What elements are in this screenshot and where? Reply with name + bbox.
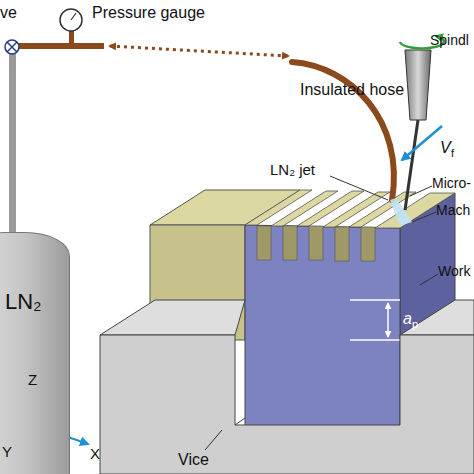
tool-holder <box>405 50 431 120</box>
dimension-line <box>350 339 400 341</box>
part-label: Vice <box>178 452 209 468</box>
part-label: Mach <box>436 203 470 217</box>
plate-front <box>245 225 400 455</box>
vice-jaw-top <box>100 300 245 335</box>
leader-line <box>420 274 438 285</box>
pipe <box>16 43 104 49</box>
dimension-line <box>350 299 400 301</box>
part-label: Pressure gauge <box>92 5 205 21</box>
slots <box>257 226 375 261</box>
gauge-stem <box>69 30 74 44</box>
vice-edge <box>235 418 245 425</box>
symbol-label: a <box>403 311 412 327</box>
vice-jaw-top <box>400 300 474 335</box>
part-label: LN₂ jet <box>270 162 315 177</box>
dotted-link <box>110 46 288 56</box>
valve-cross <box>7 42 17 52</box>
valve-cross <box>7 42 17 52</box>
axis-label: Y <box>2 444 12 459</box>
part-label: Micro- <box>432 176 471 190</box>
symbol-label: V <box>440 140 451 156</box>
fin-tops <box>245 190 455 228</box>
gauge-needle <box>71 13 76 20</box>
part-label: Insulated hose <box>300 82 404 98</box>
leader-line <box>205 430 222 450</box>
axis-label: Z <box>28 372 37 387</box>
feed-arrow <box>402 126 442 160</box>
leader-line <box>410 186 432 196</box>
leader-line <box>412 212 436 222</box>
axis-label: X <box>90 446 100 461</box>
part-label: Spindl <box>430 33 469 47</box>
pressure-gauge-symbol <box>60 9 82 31</box>
tank-label: LN₂ <box>5 291 42 313</box>
ln2-tank: LN₂ <box>0 232 70 474</box>
micro-tool <box>405 120 418 210</box>
part-label: Work <box>438 264 470 278</box>
valve-symbol <box>5 40 19 54</box>
leader-line <box>330 176 388 200</box>
dimension-arrow <box>387 303 389 337</box>
vice-front <box>100 335 474 474</box>
tank-neck <box>9 54 16 239</box>
valve-label: ve <box>0 5 17 21</box>
subscript-label: f <box>451 148 454 159</box>
ln2-jet-spray <box>390 198 412 226</box>
subscript-label: p <box>412 319 418 330</box>
